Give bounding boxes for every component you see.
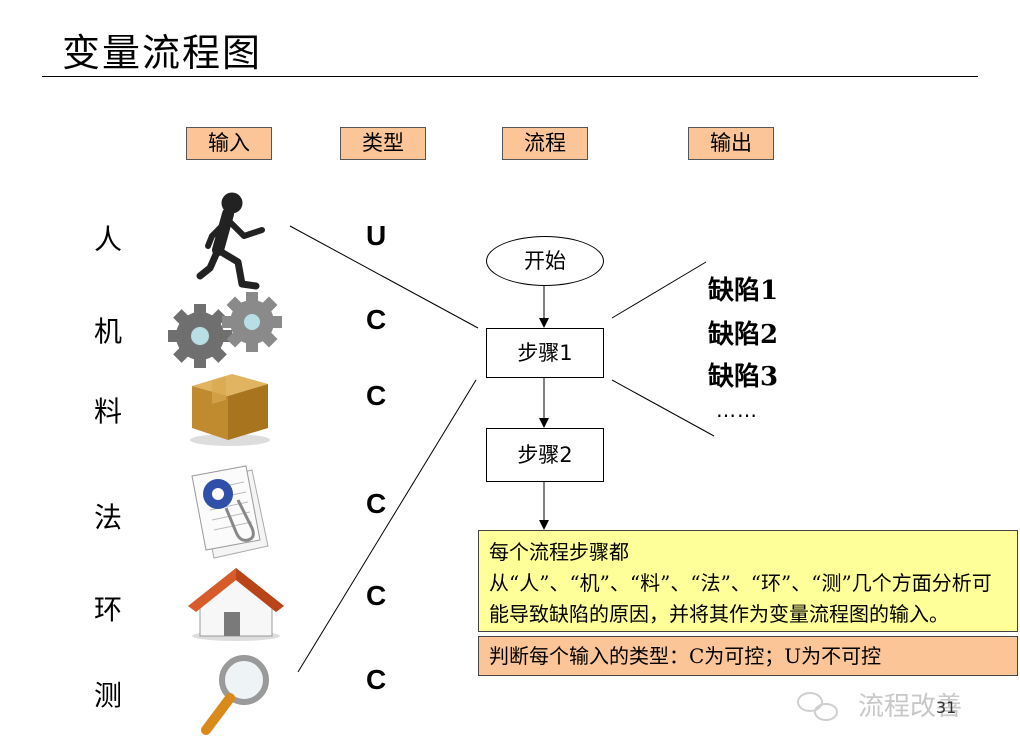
output-ellipsis: …… (716, 398, 758, 422)
factor-label-material: 料 (94, 395, 123, 428)
factor-label-person: 人 (94, 223, 123, 256)
note-analysis: 每个流程步骤都从“人”、“机”、“料”、“法”、“环”、“测”几个方面分析可能导… (478, 530, 1018, 632)
output-defect-1: 缺陷1 (708, 276, 779, 306)
output-defect-3: 缺陷3 (708, 362, 779, 392)
type-measurement: C (366, 664, 387, 695)
document-paperclip-icon (191, 465, 269, 559)
flow-start-node: 开始 (486, 236, 604, 286)
factor-label-machine: 机 (94, 315, 123, 348)
output-defect-2: 缺陷2 (708, 320, 779, 350)
output-connector-top (611, 261, 707, 319)
cardboard-box-icon (190, 374, 270, 446)
flow-step2-node: 步骤2 (486, 428, 604, 482)
type-person: U (366, 220, 387, 251)
note-type-legend: 判断每个输入的类型：C为可控；U为不可控 (478, 636, 1018, 676)
page-number: 31 (936, 698, 957, 717)
input-connector-bottom (297, 379, 477, 673)
header-process: 流程 (502, 127, 588, 160)
input-connector-top (289, 225, 479, 329)
type-machine: C (366, 304, 387, 335)
page-title: 变量流程图 (62, 31, 263, 75)
gears-icon (168, 292, 282, 368)
output-connector-bottom (611, 379, 715, 437)
header-type: 类型 (340, 127, 426, 160)
factor-label-environment: 环 (94, 593, 123, 626)
header-output: 输出 (688, 127, 774, 160)
flow-step1-node: 步骤1 (486, 328, 604, 378)
type-material: C (366, 380, 387, 411)
factor-label-method: 法 (94, 501, 123, 534)
running-person-icon (196, 192, 265, 290)
type-method: C (366, 488, 387, 519)
house-icon (188, 568, 284, 641)
type-environment: C (366, 580, 387, 611)
watermark-text: 流程改善 (858, 692, 963, 722)
factor-label-measurement: 测 (94, 679, 123, 712)
header-input: 输入 (186, 127, 272, 160)
magnifier-icon (201, 655, 269, 735)
title-divider (42, 76, 978, 77)
wechat-icon (797, 692, 838, 721)
